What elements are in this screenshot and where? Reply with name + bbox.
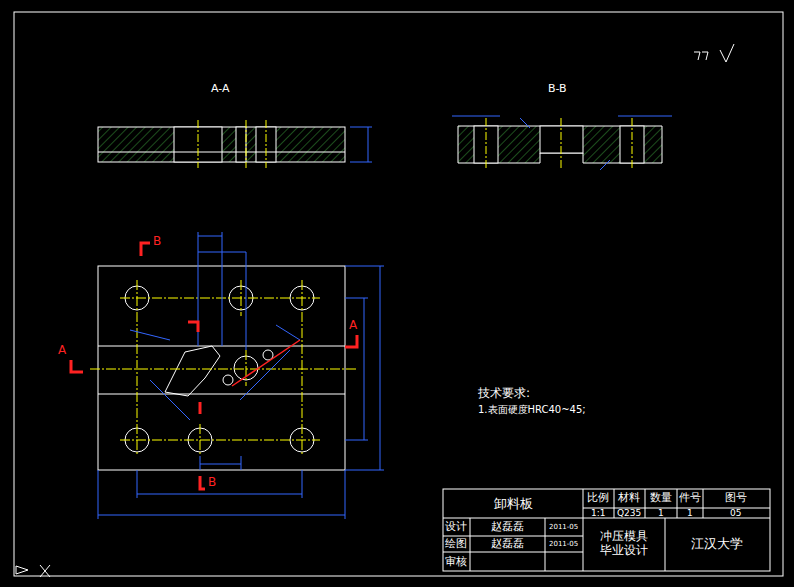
table-cell: 件号 [679,492,701,505]
table-cell: 1 [658,508,664,518]
table-cell: 设计 [445,521,467,534]
section-letter: B [153,235,161,249]
table-cell: 江汉大学 [691,537,743,552]
table-cell: 冲压模具 毕业设计 [597,530,651,558]
roughness-symbol [694,44,734,62]
section-b-b [452,116,672,170]
section-marker [71,243,357,489]
table-cell: 图号 [725,492,747,505]
note-heading: 技术要求: [478,387,530,401]
table-cell: 05 [730,508,741,518]
table-cell: Q235 [617,508,641,518]
frame [14,12,783,576]
section-letter: B [208,476,216,490]
view-title: B-B [548,83,567,96]
view-title: A-A [211,83,230,96]
section-letter: A [349,319,357,333]
table-cell: 材料 [618,492,640,505]
note: 1.表面硬度HRC40~45; [478,404,586,416]
plan-view [90,232,384,519]
table-cell: 绘图 [445,538,467,551]
table-cell: 比例 [587,492,609,505]
section-a-a [98,120,372,168]
table-cell: 赵磊磊 [491,521,524,534]
section-letter: A [58,344,66,358]
part-name: 卸料板 [494,497,533,512]
table-cell: 赵磊磊 [491,538,524,551]
table-cell: 1 [687,508,693,518]
title-block [443,489,770,571]
table-cell: 2011-05 [549,540,578,548]
table-cell: 数量 [650,492,672,505]
table-cell: 审核 [445,556,467,569]
table-cell: 1:1 [591,508,605,518]
table-cell: 2011-05 [549,523,578,531]
ucs-icon [16,565,50,577]
